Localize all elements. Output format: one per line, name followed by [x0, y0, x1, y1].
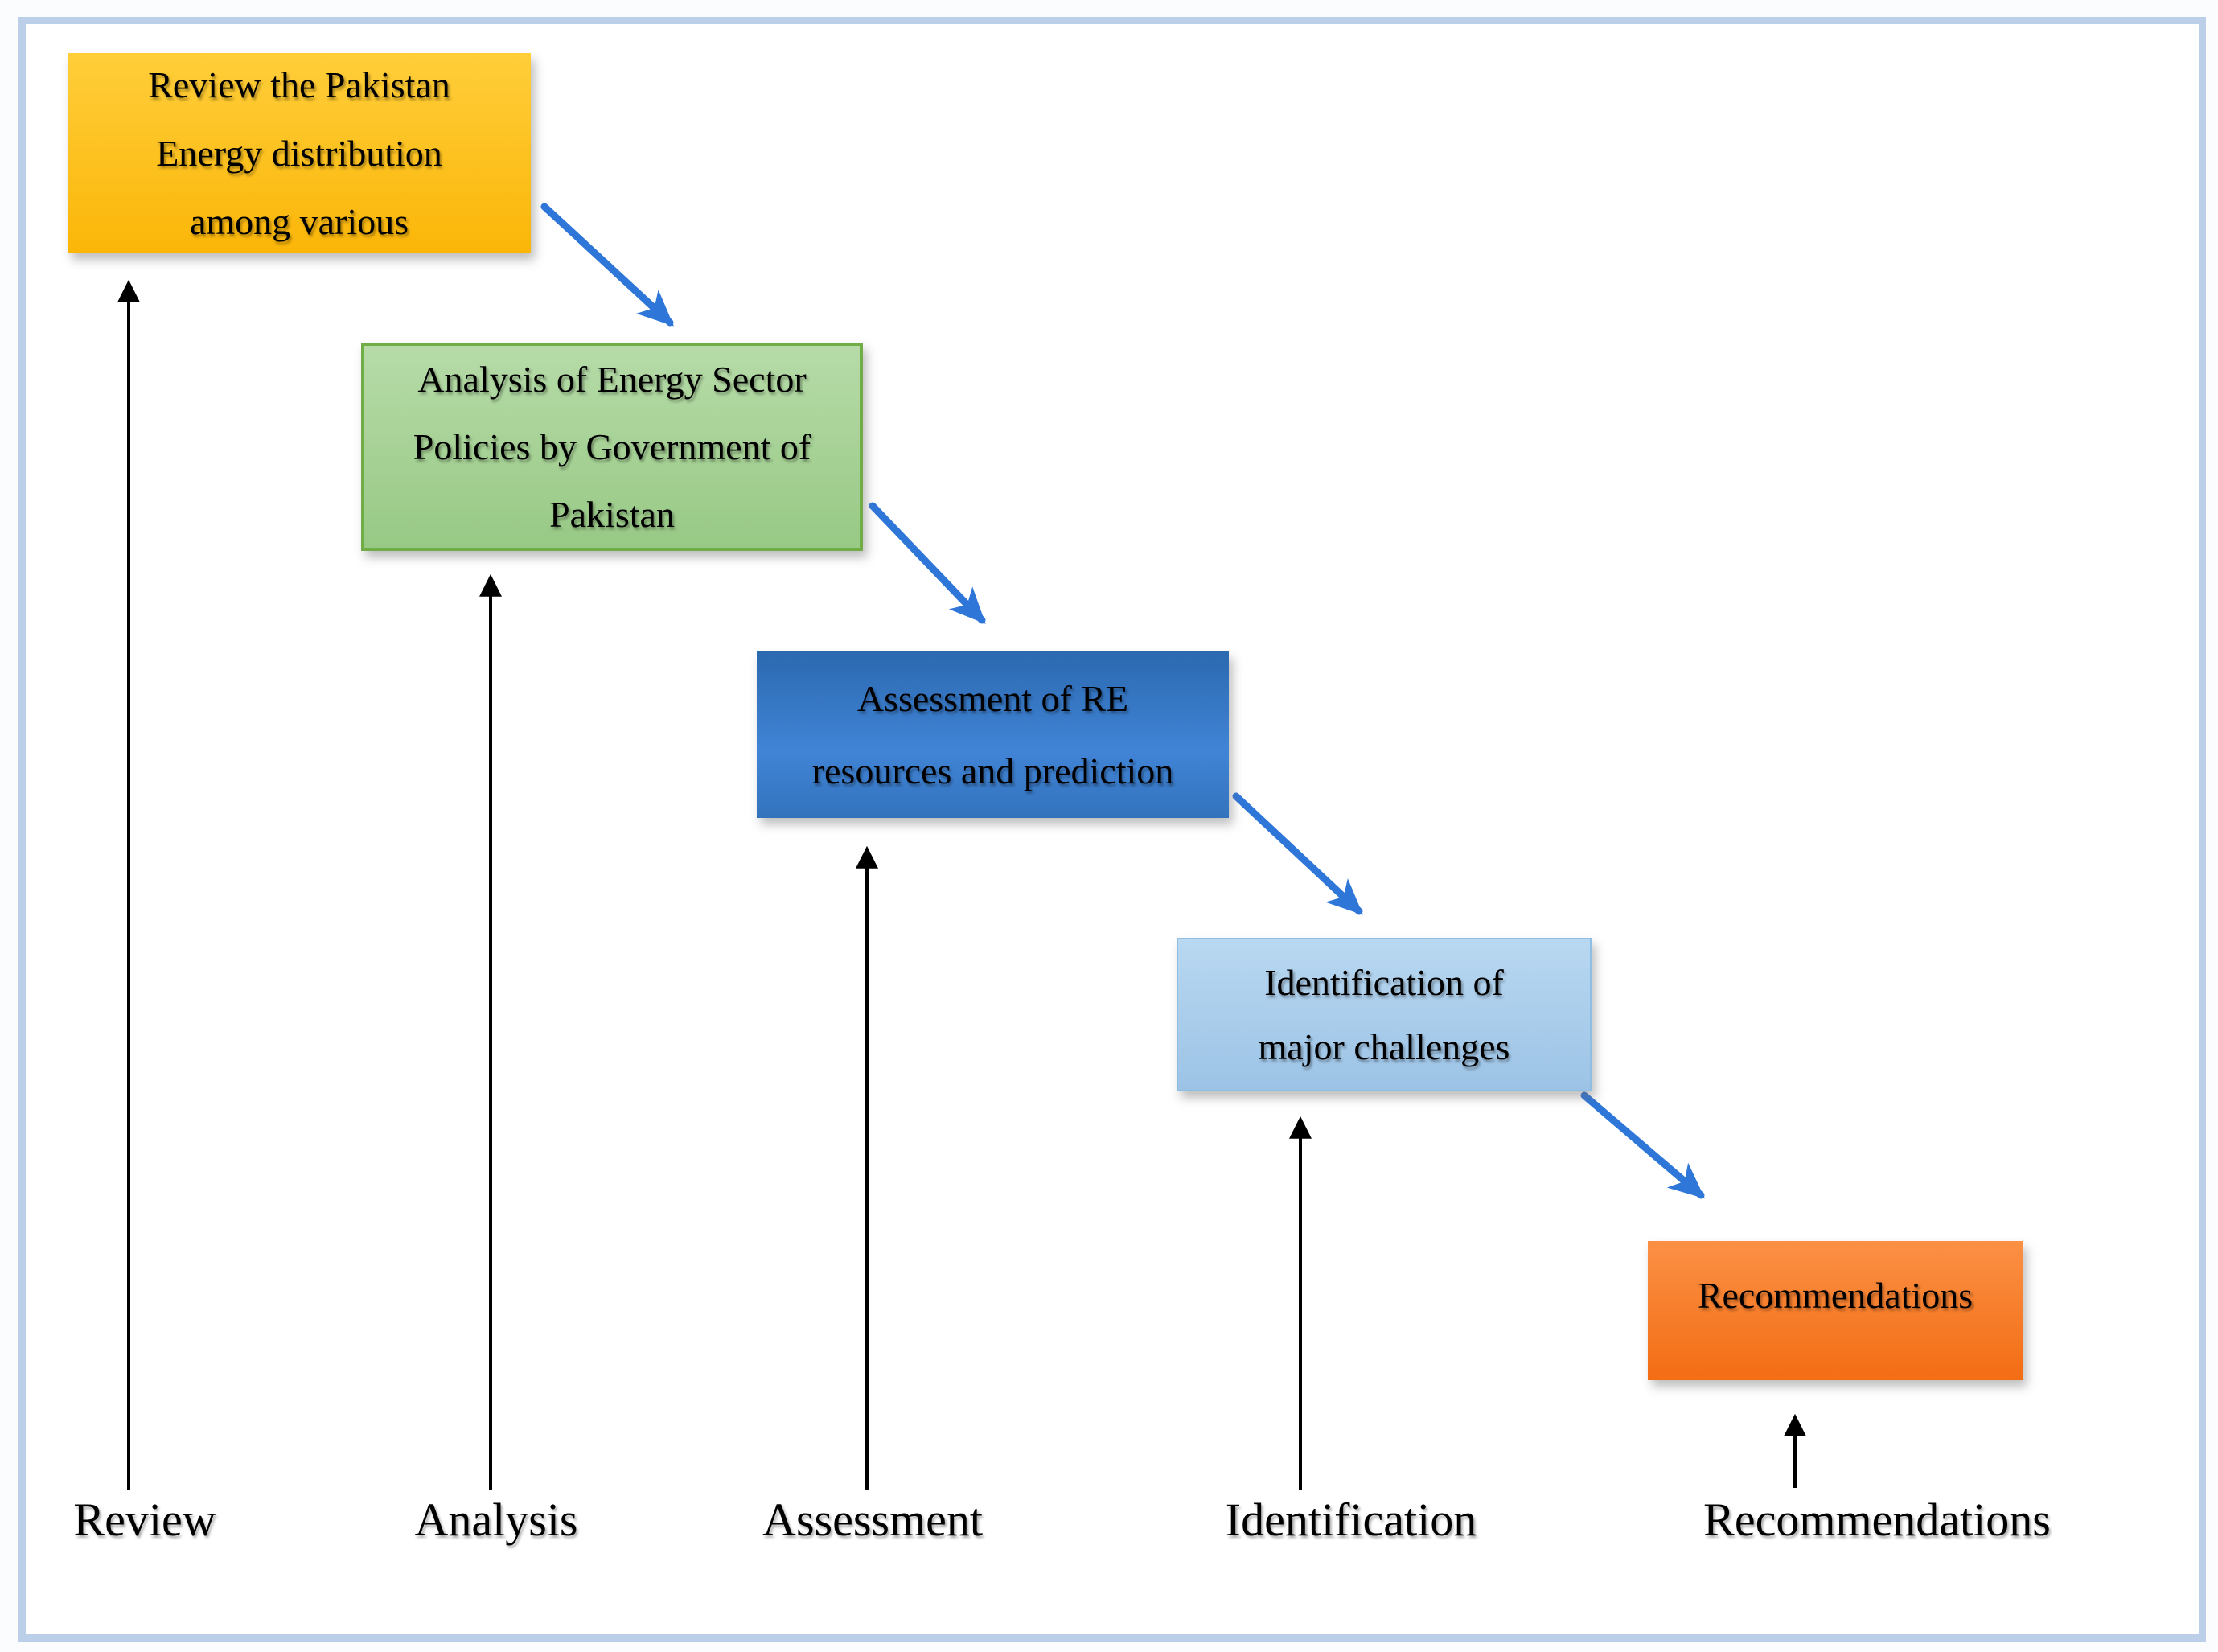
flow-arrow-identification-to-recommendations	[1580, 1091, 1706, 1199]
box-line: Assessment of RE	[856, 677, 1129, 719]
stage-box-review: Review the Pakistan Energy distribution …	[68, 53, 531, 253]
box-line: Review the Pakistan	[148, 64, 450, 105]
axis-label-analysis: Analysis	[414, 1494, 578, 1546]
box-line: among various	[189, 201, 409, 242]
axis-label-recommendations: Recommendations	[1703, 1494, 2051, 1546]
flow-arrow-analysis-to-assessment	[869, 502, 986, 624]
box-line: Energy distribution	[156, 133, 442, 174]
stage-box-recommendations: Recommendations	[1648, 1241, 2023, 1380]
axis-label-review: Review	[73, 1494, 216, 1546]
stage-box-analysis: Analysis of Energy Sector Policies by Go…	[361, 343, 863, 551]
box-line: Policies by Government of	[413, 425, 811, 467]
box-line: Pakistan	[549, 493, 675, 535]
box-line: major challenges	[1258, 1025, 1510, 1067]
box-line: resources and prediction	[811, 750, 1174, 791]
axis-label-assessment: Assessment	[762, 1494, 983, 1546]
box-line: Analysis of Energy Sector	[417, 358, 807, 400]
flow-arrow-review-to-analysis	[540, 203, 674, 327]
box-line: Recommendations	[1697, 1275, 1974, 1316]
stage-box-assessment: Assessment of RE resources and predictio…	[757, 651, 1229, 818]
flow-arrow-assessment-to-identification	[1232, 792, 1363, 915]
box-line: Identification of	[1264, 961, 1504, 1003]
axis-label-identification: Identification	[1225, 1494, 1477, 1546]
stage-box-identification: Identification of major challenges	[1177, 938, 1592, 1091]
